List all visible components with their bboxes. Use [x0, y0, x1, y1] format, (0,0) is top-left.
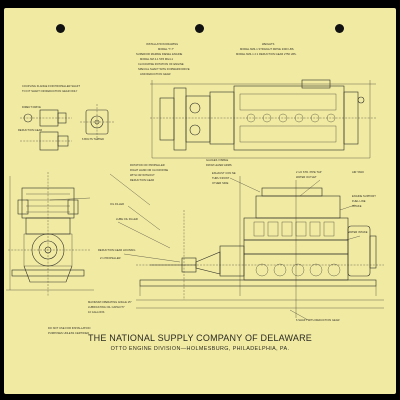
rotation-note-4: REDUCTION GEAR — [130, 179, 155, 182]
flange-end-view — [80, 104, 114, 140]
exhaust-note-3: OTHER SIDE — [212, 182, 229, 185]
coupling-flange-note: COUPLING FLANGE FOR PROPELLER SHAFT — [22, 85, 81, 88]
water-intake-label: WATER INTAKE — [348, 231, 368, 234]
engine-support-label: ENGINE SUPPORT — [352, 195, 376, 198]
bolts-label: 6 BOLTS TAPPED — [82, 138, 105, 141]
leader-lines — [49, 173, 361, 321]
engine-line-1: MODEL 6M 4-1 5X5 MG4-1 — [140, 58, 174, 61]
mounting-note-1: MAXIMUM OPERATING ANGLE 15° — [88, 301, 132, 304]
lube-filler-label: LUBE OIL FILLER — [116, 218, 138, 221]
weights-line-2: MODEL 6M4-1 2:1 REDUCTION GEAR 2750 LBS. — [236, 53, 297, 56]
binder-hole-right — [335, 24, 344, 33]
weights-line-1: MODEL 6M4-1 STRAIGHT DRIVE 2300 LBS. — [240, 48, 295, 51]
direct-drive-label: DIRECT DRIVE — [22, 106, 41, 109]
coupling-flange-note-2: TO FIT SHAFT OR REDUCTION GEAR ONLY — [22, 90, 78, 93]
mounting-note-3: 10 GALLONS — [88, 311, 105, 314]
do-not-use-note: DO NOT USE FOR INSTALLATION — [48, 327, 91, 330]
engine-side-elevation — [136, 176, 384, 318]
do-not-use-note-2: PURPOSES UNLESS CERTIFIED — [48, 332, 90, 335]
gauges-note: GAUGES VISIBLE — [206, 159, 229, 162]
engine-plan-view — [150, 79, 376, 159]
fuel-line-label: FUEL LINE — [352, 200, 366, 203]
exhaust-note-2: THRU FRONT — [212, 177, 230, 180]
engine-line-4: AND REDUCTION GEAR — [140, 73, 171, 76]
binder-hole-center — [195, 24, 204, 33]
water-outlet-label: 2 1/2 STD. PIPE TAP — [296, 171, 322, 174]
water-outlet-label-2: WATER OUTLET — [296, 176, 317, 179]
mounting-note-2: LUBRICATING OIL CAPACITY — [88, 306, 125, 309]
blueprint-paper — [4, 8, 396, 394]
reduction-housing-label: REDUCTION GEAR HOUSING — [98, 249, 136, 252]
propeller-label: 2:1 PROPELLER — [100, 257, 121, 260]
reduction-gear-label: REDUCTION GEAR — [18, 129, 43, 132]
rotation-note-2: RIGHT HAND OR CLOCKWISE — [130, 169, 169, 172]
model-label: MODEL "T-7" — [158, 48, 174, 51]
company-title: THE NATIONAL SUPPLY COMPANY OF DELAWARE — [87, 333, 312, 343]
engine-end-view — [6, 172, 94, 296]
binder-hole-left — [56, 24, 65, 33]
coupling-flange-direct — [20, 109, 72, 127]
gauges-note-2: FROM LEVER ARMS — [206, 164, 232, 167]
weights-title: WEIGHTS — [262, 43, 275, 46]
intake-label: INTAKE — [352, 205, 362, 208]
installation-drawing-label: INSTALLATION DRAWING — [146, 43, 179, 46]
oil-filler-label: OIL FILLER — [110, 203, 125, 206]
air-tank-label: AIR TANK — [352, 171, 365, 174]
coupling-flange-reduction — [20, 131, 72, 151]
division-subtitle: OTTO ENGINE DIVISION—HOLMESBURG, PHILADE… — [110, 346, 290, 352]
engine-title: SUPERIOR MARINE DIESEL ENGINE — [136, 53, 183, 56]
rotation-note-1: ROTATION OF PROPELLER — [130, 164, 165, 167]
rotation-note-3: WITH OR WITHOUT — [130, 174, 155, 177]
exhaust-note: EXHAUST CON NE — [212, 172, 236, 175]
engine-line-3: SPECIAL SHAFT WITH FORWARD DRIVE — [138, 68, 190, 71]
shaft-note: 6 SHAFT WITH REDUCTION GEAR — [296, 319, 340, 322]
engine-line-2: CLOCKWISE ROTATION OF ENGINE — [138, 63, 184, 66]
